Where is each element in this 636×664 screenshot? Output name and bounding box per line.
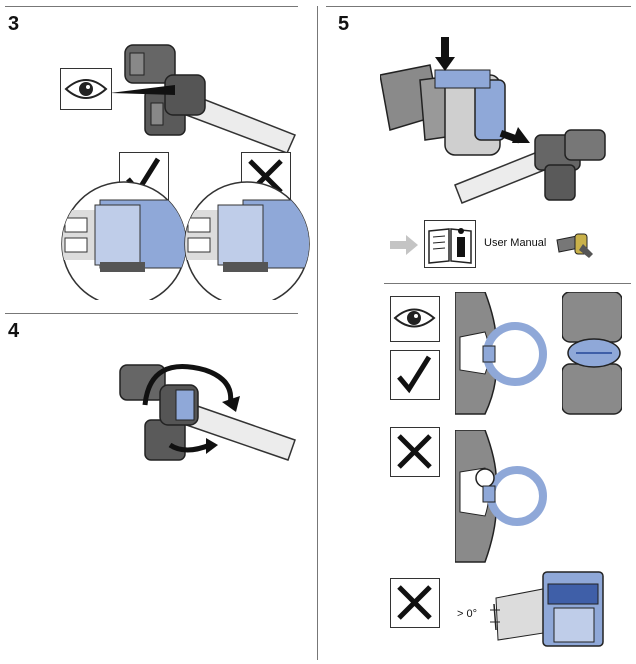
rotate-arrow-icon [142,364,234,406]
user-manual-label: User Manual [484,237,547,249]
step4-rule [5,313,298,314]
angle-label: > 0° [457,608,477,620]
step3-incorrect-detail [184,181,310,300]
step5-cross-box-1 [390,427,440,477]
step-number-3: 3 [8,13,20,35]
step5-inner-rule [384,283,631,284]
step-number-4: 4 [8,320,20,342]
eye-icon [64,79,108,99]
eye-icon [393,308,436,328]
arrow-right-icon [499,127,530,144]
cross-icon [397,585,432,620]
check-icon [397,355,432,394]
step5-cross-box-2 [390,578,440,628]
arrow-right-icon [390,235,418,255]
tool-thumbnail [556,233,593,258]
step5-correct-jaw-detail [455,292,547,415]
step4-rotation-illustration [119,364,296,461]
step-number-5: 5 [338,13,350,35]
step3-fitting-illustration [110,44,297,154]
press-down-arrow-icon [435,37,455,71]
step5-check-box [390,350,440,400]
top-rule-left [5,6,298,7]
step3-eye-box [60,68,112,110]
step5-angle-detail [490,571,604,647]
column-divider [317,6,318,660]
cross-icon [397,434,432,469]
info-book-box [424,220,476,268]
step5-incorrect-jaw-detail [455,430,547,563]
step3-correct-detail [61,181,187,300]
step5-eye-box [390,296,440,342]
step5-press-tool-illustration [380,37,606,204]
top-rule-right [326,6,631,7]
info-book-icon [428,228,472,264]
step5-correct-side-detail [562,292,622,415]
